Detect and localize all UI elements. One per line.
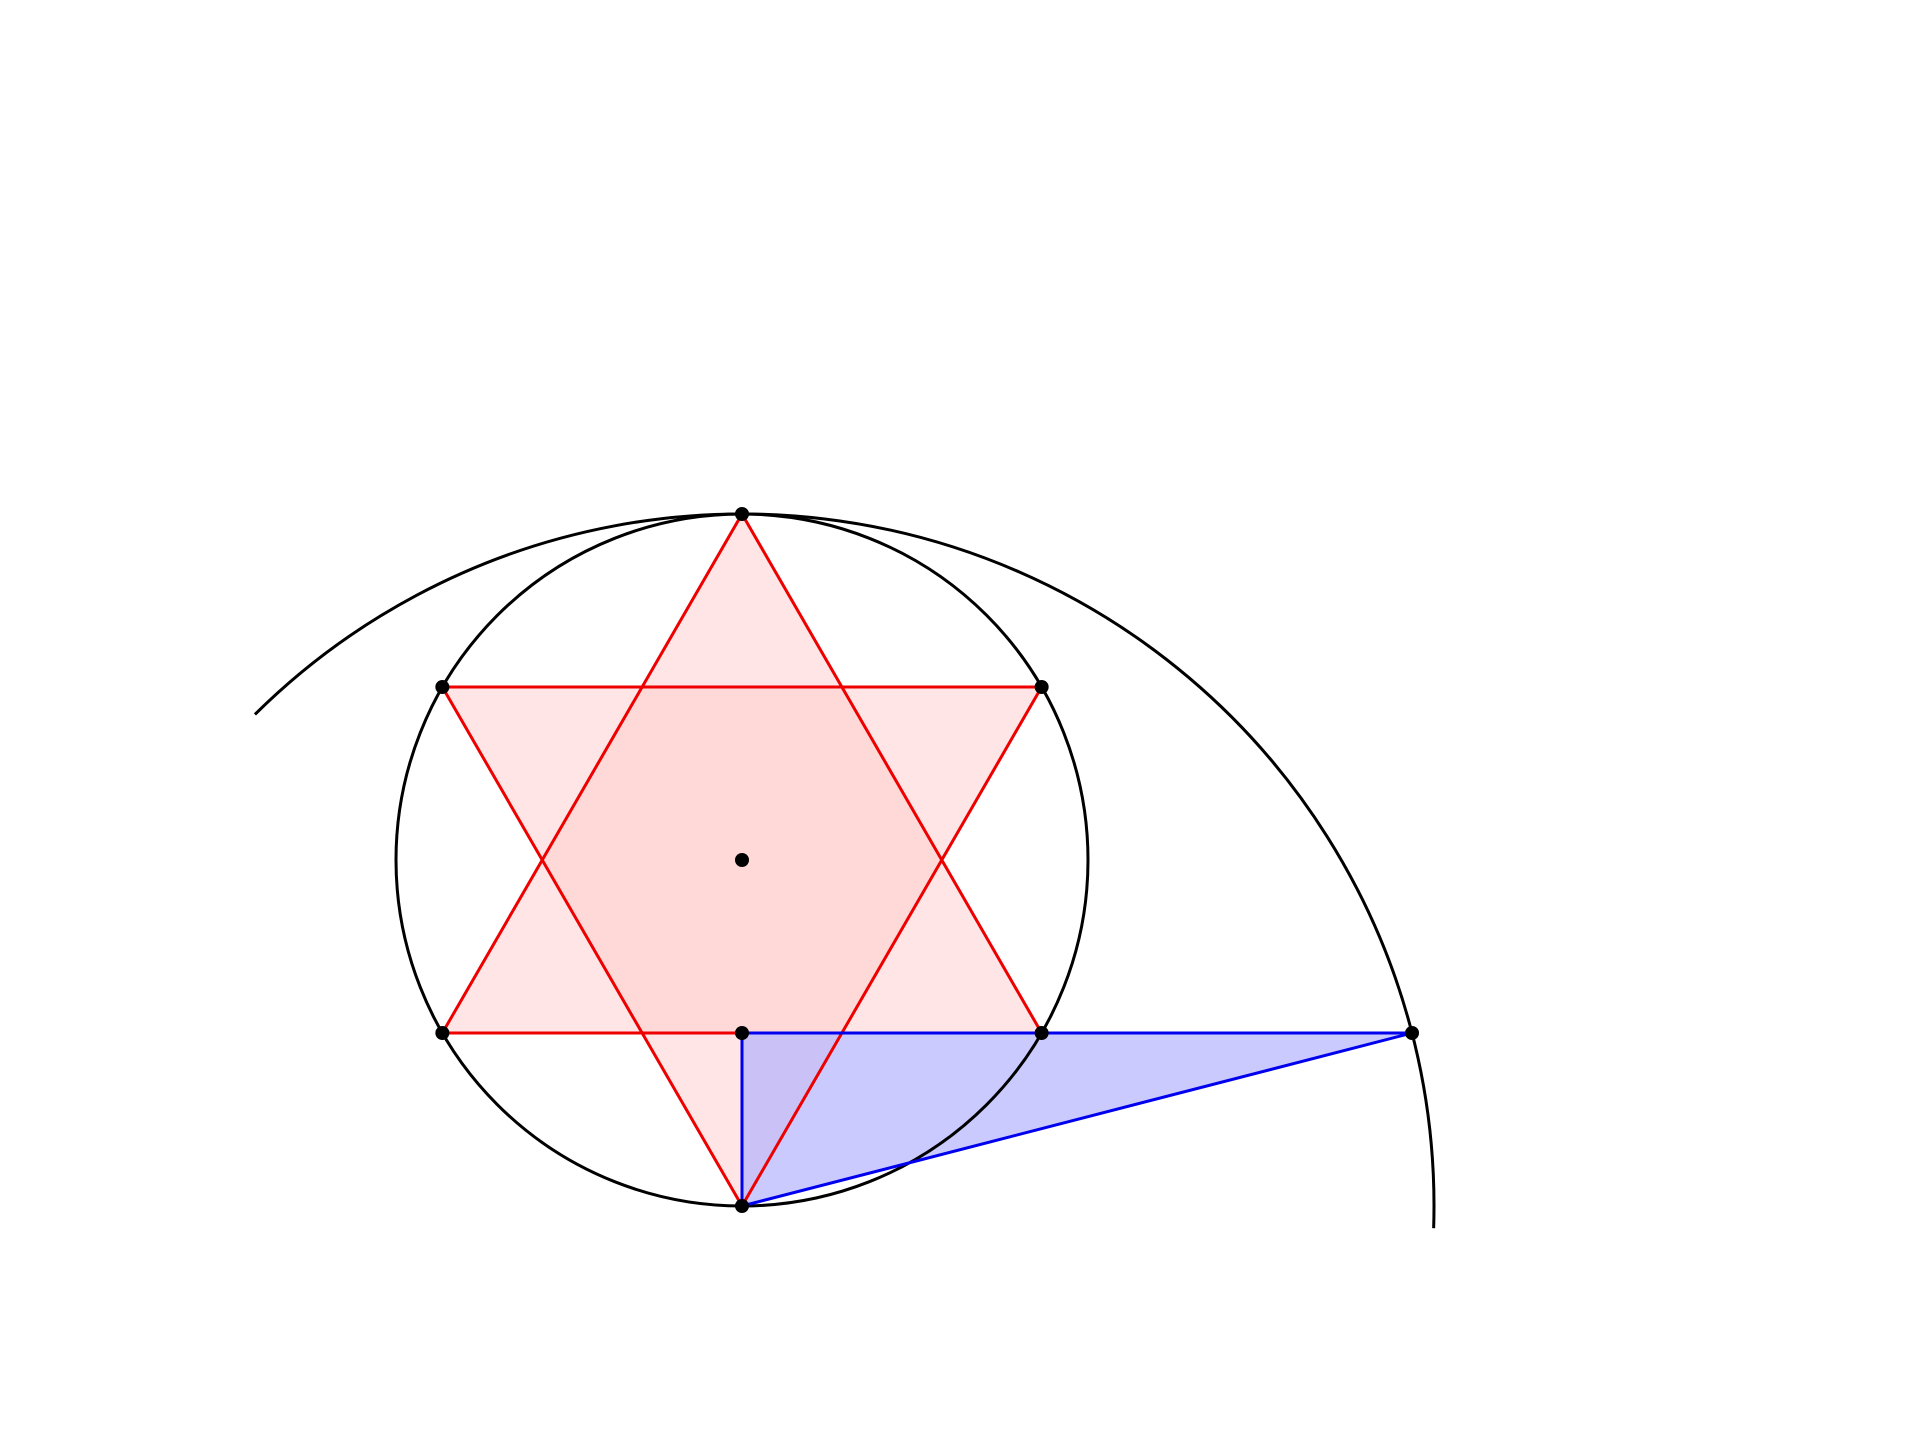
bottom-vertex-point — [735, 1199, 749, 1213]
lower-right-vertex-point — [1034, 1026, 1049, 1040]
star-triangle-down-fill — [442, 687, 1042, 1206]
large-arc — [253, 512, 1436, 1229]
arc-intersection-point — [1405, 1026, 1420, 1040]
upper-right-vertex-point — [1034, 680, 1049, 694]
upper-left-vertex-point — [435, 680, 450, 694]
lower-left-vertex-point — [435, 1026, 450, 1040]
blue-right-triangle — [740, 1031, 1414, 1208]
center-point — [735, 853, 749, 867]
construction — [253, 507, 1436, 1229]
top-vertex-point — [735, 507, 749, 521]
chord-midpoint-point — [735, 1026, 749, 1040]
star-triangle-down-outline — [439, 685, 1045, 1210]
